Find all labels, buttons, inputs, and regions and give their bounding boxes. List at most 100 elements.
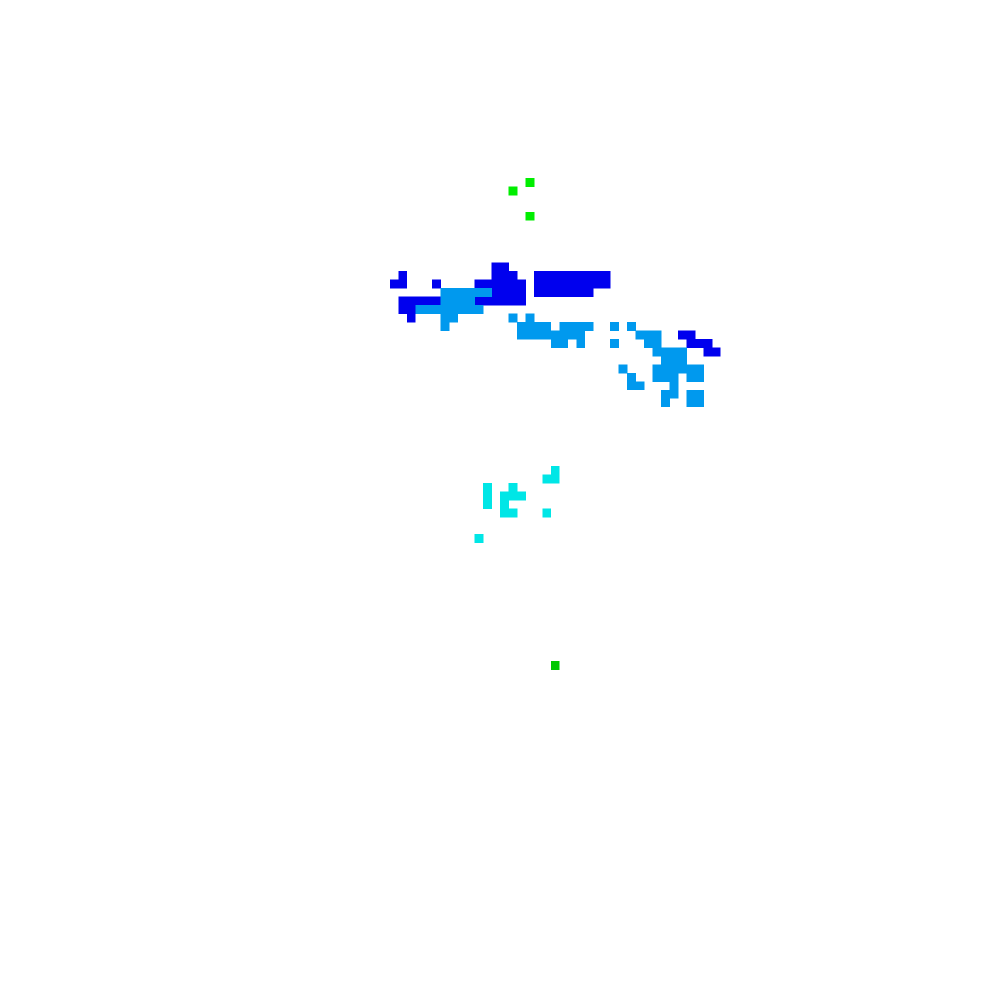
light-blue-band-cell — [669, 381, 679, 391]
light-blue-band-cell — [652, 364, 662, 374]
dark-blue-band-cell — [432, 279, 442, 289]
dark-blue-band-cell — [483, 279, 492, 289]
light-blue-band-cell — [661, 347, 670, 357]
light-blue-band-cell — [610, 322, 620, 331]
light-blue-band-cell — [661, 398, 670, 408]
light-blue-band-cell — [559, 330, 569, 340]
light-blue-band-cell — [584, 322, 594, 331]
dark-blue-band-cell — [423, 296, 433, 306]
cyan-patch-cell — [516, 491, 526, 501]
light-blue-band-cell — [533, 330, 543, 340]
light-blue-band-cell — [669, 372, 679, 382]
dark-blue-band-cell — [601, 279, 611, 289]
dark-blue-band-cell — [491, 271, 501, 281]
light-blue-band-cell — [652, 338, 662, 348]
dark-blue-band-cell — [491, 262, 501, 272]
dark-blue-band-cell — [686, 330, 696, 340]
light-blue-band-cell — [652, 330, 662, 340]
light-blue-band-cell — [686, 364, 696, 374]
dark-blue-band-cell — [406, 313, 416, 323]
dark-blue-band-cell — [576, 288, 586, 298]
dark-blue-band-cell — [550, 288, 560, 298]
dark-blue-band-cell — [508, 296, 518, 306]
light-blue-band-cell — [652, 372, 662, 382]
dark-blue-band-cell — [483, 296, 492, 306]
dark-blue-band-cell — [398, 271, 408, 281]
dark-blue-band-cell — [491, 279, 501, 289]
light-blue-band-cell — [449, 313, 459, 323]
light-blue-band-cell — [449, 296, 459, 306]
dark-blue-band-cell — [686, 338, 696, 348]
light-blue-band-cell — [516, 322, 526, 331]
light-blue-band-cell — [576, 338, 586, 348]
light-blue-band-cell — [669, 364, 679, 374]
dark-blue-band-cell — [389, 279, 399, 289]
light-blue-band-cell — [610, 338, 620, 348]
cyan-patch-cell — [474, 533, 484, 543]
light-blue-band-cell — [686, 398, 696, 408]
cyan-patch-cell — [542, 474, 552, 484]
dark-blue-band-cell — [559, 279, 569, 289]
dark-blue-band-cell — [415, 296, 425, 306]
light-blue-band-cell — [423, 305, 433, 314]
light-blue-band-cell — [483, 288, 492, 298]
light-blue-band-cell — [661, 364, 670, 374]
dark-blue-band-cell — [584, 279, 594, 289]
light-blue-band-cell — [576, 322, 586, 331]
light-blue-band-cell — [686, 389, 696, 399]
light-blue-band-cell — [661, 372, 670, 382]
light-blue-band-cell — [474, 305, 484, 314]
cyan-patch-cell — [508, 483, 518, 492]
cyan-patch-cell — [483, 491, 492, 501]
cyan-patch-cell — [500, 491, 509, 501]
dark-green-spot-cell — [550, 661, 560, 670]
dark-blue-band-cell — [432, 296, 442, 306]
dark-blue-band-cell — [516, 288, 526, 298]
dark-blue-band-cell — [500, 262, 509, 272]
green-patch-cell — [508, 186, 518, 196]
dark-blue-band-cell — [508, 288, 518, 298]
light-blue-band-cell — [516, 330, 526, 340]
dark-blue-band-cell — [567, 279, 577, 289]
dark-blue-band-cell — [593, 271, 603, 281]
dark-blue-band-cell — [474, 279, 484, 289]
dark-blue-band-cell — [601, 271, 611, 281]
light-blue-band-cell — [559, 322, 569, 331]
light-blue-band-cell — [567, 322, 577, 331]
dark-blue-band-cell — [584, 288, 594, 298]
light-blue-band-cell — [677, 364, 687, 374]
light-blue-band-cell — [694, 398, 704, 408]
cyan-patch-cell — [508, 491, 518, 501]
dark-blue-band-cell — [559, 271, 569, 281]
dark-blue-band-cell — [508, 279, 518, 289]
light-blue-band-cell — [627, 322, 636, 331]
light-blue-band-cell — [432, 305, 442, 314]
light-blue-band-cell — [415, 305, 425, 314]
light-blue-band-cell — [440, 322, 450, 331]
light-blue-band-cell — [533, 322, 543, 331]
light-blue-band-cell — [508, 313, 518, 323]
light-blue-band-cell — [457, 305, 467, 314]
cyan-patch-cell — [550, 466, 560, 475]
dark-blue-band-cell — [533, 271, 543, 281]
light-blue-band-cell — [661, 389, 670, 399]
dark-blue-band-cell — [703, 347, 713, 357]
dark-blue-band-cell — [398, 279, 408, 289]
light-blue-band-cell — [677, 355, 687, 365]
dark-blue-band-cell — [398, 296, 408, 306]
light-blue-band-cell — [440, 313, 450, 323]
light-blue-band-cell — [550, 330, 560, 340]
cyan-patch — [474, 466, 560, 543]
green-patch-cell — [525, 211, 535, 221]
light-blue-band-cell — [525, 322, 535, 331]
cyan-patch-cell — [508, 508, 518, 518]
dark-blue-band-cell — [533, 279, 543, 289]
light-blue-band-cell — [635, 330, 645, 340]
light-blue-band-cell — [466, 288, 475, 298]
light-blue-band-cell — [627, 381, 636, 391]
cyan-patch-cell — [542, 508, 552, 518]
light-blue-band-cell — [627, 372, 636, 382]
light-blue-band-cell — [542, 330, 552, 340]
light-blue-band-cell — [474, 288, 484, 298]
